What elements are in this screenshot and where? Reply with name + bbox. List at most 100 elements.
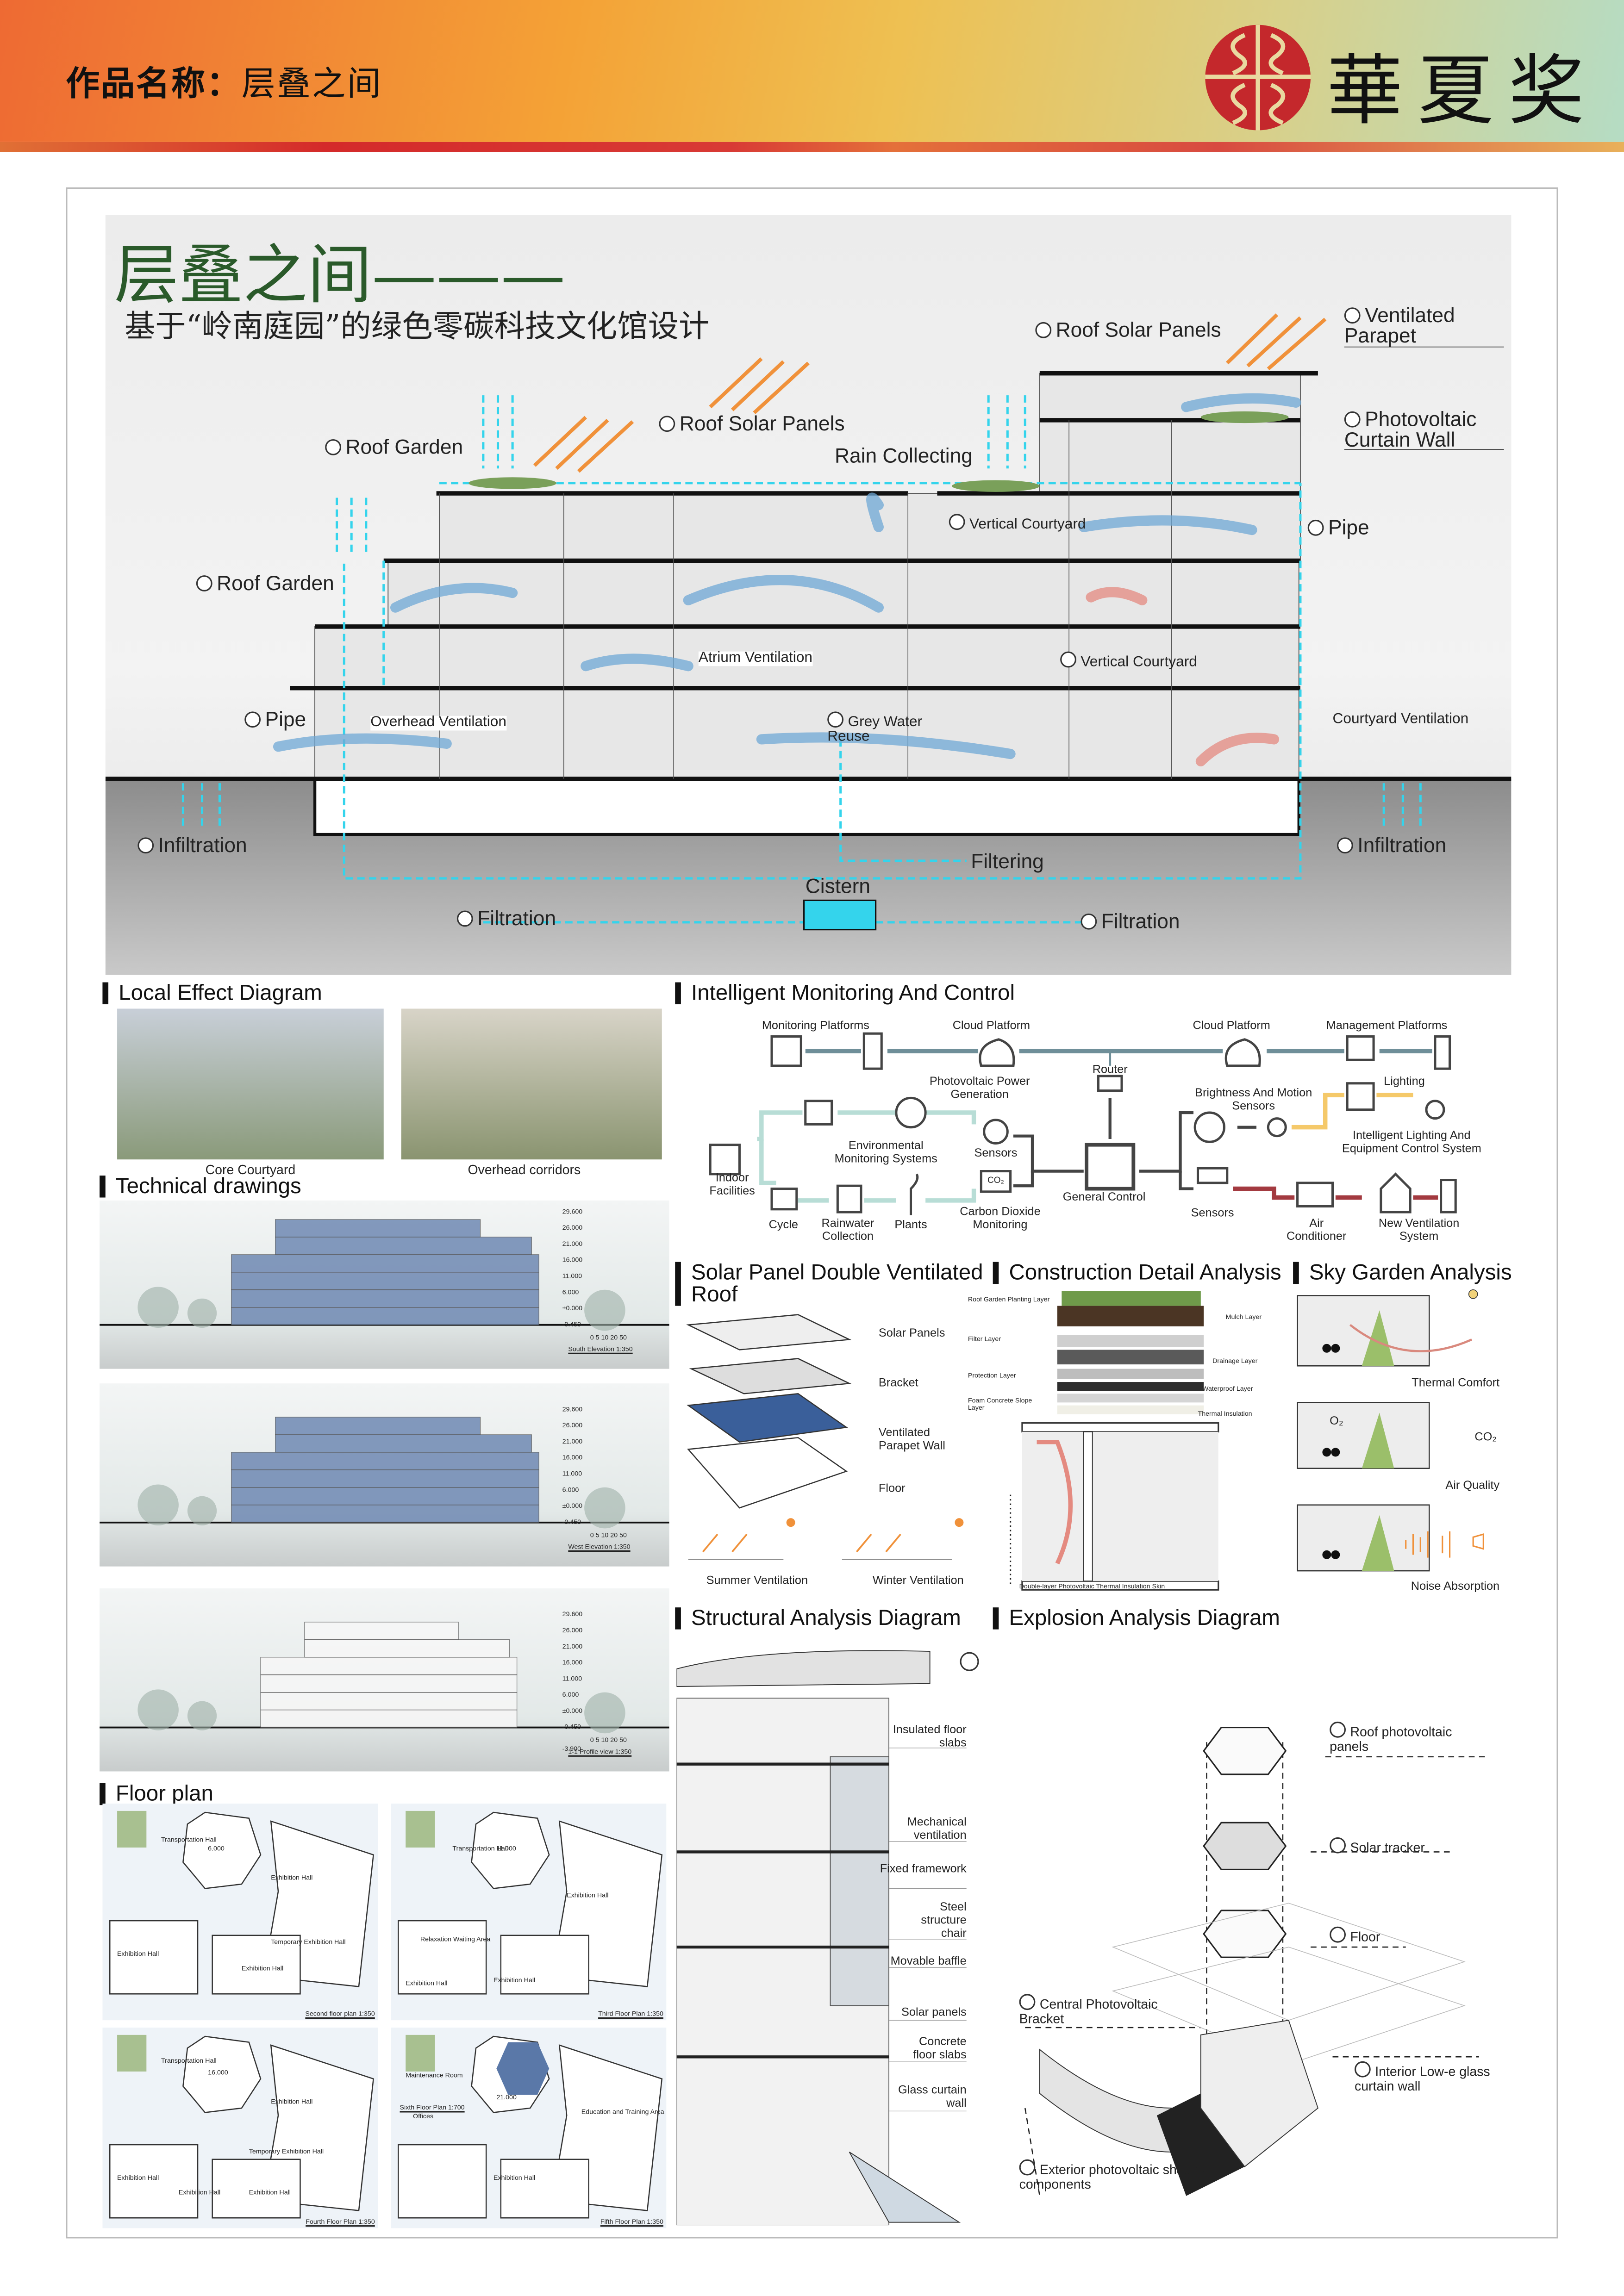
floor-plan-drawing — [398, 2035, 663, 2219]
elevation-level-mark: 11.000 — [562, 1674, 582, 1682]
label-monitoring-platforms: Monitoring Platforms — [762, 1019, 869, 1033]
water-drop-icon — [137, 837, 154, 854]
label-rain-collecting: Rain Collecting — [835, 443, 973, 467]
level-mark: 6.000 — [208, 1844, 225, 1852]
label-vertical-courtyard: Vertical Courtyard — [949, 514, 1086, 533]
label-air-quality: Air Quality — [1445, 1478, 1500, 1492]
label-roof-solar-panels: Roof Solar Panels — [1035, 319, 1221, 340]
label-router: Router — [1092, 1063, 1128, 1076]
elevation-level-mark: 16.000 — [562, 1658, 583, 1666]
section-title-monitoring: Intelligent Monitoring And Control — [675, 982, 1015, 1004]
label-general-control: General Control — [1062, 1190, 1146, 1204]
courtyard-icon — [949, 514, 965, 530]
o2-label: O₂ — [1330, 1414, 1343, 1428]
label-co2-monitoring: Carbon Dioxide Monitoring — [960, 1205, 1041, 1232]
section-title-construction: Construction Detail Analysis — [993, 1262, 1281, 1284]
work-title: 作品名称：层叠之间 — [66, 56, 382, 106]
label-insulated-floor-slabs: Insulated floor slabs — [893, 1723, 967, 1750]
label-protection-layer: Protection Layer — [968, 1371, 1016, 1379]
elevation-level-mark: 16.000 — [562, 1256, 583, 1263]
solar-roof-exploded-drawing — [686, 1314, 964, 1560]
solar-panel-icon — [659, 416, 675, 432]
shading-icon — [1019, 2159, 1036, 2176]
pipe-icon — [1307, 519, 1324, 536]
label-roof-garden-2: Roof Garden — [196, 572, 334, 593]
tracker-icon — [1330, 1837, 1346, 1854]
room-label: Exhibition Hall — [241, 1965, 284, 1972]
header-stripe — [0, 142, 1624, 152]
floor-plan-caption: Fifth Floor Plan 1:350 — [600, 2218, 663, 2226]
label-movable-baffle: Movable baffle — [890, 1954, 967, 1968]
level-mark: 16.000 — [208, 2068, 228, 2076]
section-title-floor-plan: Floor plan — [100, 1783, 213, 1805]
label-foam-concrete-layer: Foam Concrete Slope Layer — [968, 1396, 1032, 1412]
room-label: Exhibition Hall — [406, 1979, 448, 1987]
elevation-level-mark: 11.000 — [562, 1469, 582, 1477]
floor-plan-caption: Third Floor Plan 1:350 — [598, 2010, 663, 2017]
label-grey-water-reuse: Grey Water Reuse — [827, 711, 930, 745]
section-title-sky-garden: Sky Garden Analysis — [1293, 1262, 1512, 1284]
elevation-level-mark: 29.600 — [562, 1610, 583, 1618]
label-brightness-sensors: Brightness And Motion Sensors — [1195, 1086, 1312, 1113]
core-courtyard-render — [117, 1008, 384, 1160]
floor-plan-caption: Second floor plan 1:350 — [305, 2010, 375, 2017]
label-glass-curtain-wall: Glass curtain wall — [898, 2083, 967, 2110]
label-pipe-2: Pipe — [244, 709, 306, 729]
label-intelligent-lighting: Intelligent Lighting And Equipment Contr… — [1342, 1128, 1481, 1155]
label-cycle: Cycle — [768, 1218, 798, 1232]
bracket-icon — [1019, 1994, 1036, 2010]
label-cloud-platform: Cloud Platform — [952, 1019, 1031, 1033]
ventilation-icon — [1344, 307, 1361, 324]
elevation-level-mark: 11.000 — [562, 1272, 582, 1280]
level-mark: 21.000 — [496, 2093, 517, 2101]
label-mulch-layer: Mulch Layer — [1225, 1313, 1262, 1321]
label-vertical-courtyard-2: Vertical Courtyard — [1060, 651, 1197, 671]
label-atrium-ventilation: Atrium Ventilation — [698, 650, 813, 666]
label-infiltration: Infiltration — [137, 834, 247, 855]
label-new-ventilation: New Ventilation System — [1378, 1216, 1460, 1243]
label-bracket: Bracket — [878, 1376, 918, 1389]
pipe-icon — [244, 711, 261, 728]
label-air-conditioner: Air Conditioner — [1286, 1216, 1347, 1243]
label-noise-absorption: Noise Absorption — [1411, 1580, 1500, 1593]
elevation-level-mark: 6.000 — [562, 1691, 579, 1699]
elevation-level-mark: 6.000 — [562, 1486, 579, 1493]
elevation-level-mark: 16.000 — [562, 1454, 583, 1461]
co2-label: CO₂ — [1474, 1430, 1497, 1444]
label-thermal-insulation: Thermal Insulation — [1198, 1410, 1252, 1417]
label-thermal-comfort: Thermal Comfort — [1412, 1376, 1500, 1389]
elevation-level-mark: -0.450 — [562, 1518, 581, 1526]
room-label: Relaxation Waiting Area — [420, 1935, 491, 1943]
label-winter-ventilation: Winter Ventilation — [872, 1574, 964, 1587]
elevation-level-mark: 21.000 — [562, 1437, 583, 1445]
elevation-level-mark: -0.450 — [562, 1723, 581, 1730]
award-logo-icon — [1205, 25, 1311, 131]
room-label: Transportation Hall — [161, 2057, 217, 2065]
sky-garden-diagrams — [1297, 1289, 1484, 1572]
label-roof-solar-panels-2: Roof Solar Panels — [659, 413, 845, 433]
elevation-drawing — [100, 1417, 669, 1529]
room-label: Exhibition Hall — [117, 2174, 159, 2182]
label-pv-power: Photovoltaic Power Generation — [929, 1074, 1030, 1101]
water-drop-icon — [1337, 837, 1353, 854]
label-filtration: Filtration — [456, 908, 556, 928]
label-infiltration-2: Infiltration — [1337, 834, 1446, 855]
elevation-level-mark: ±0.000 — [562, 1707, 583, 1715]
courtyard-icon — [1060, 651, 1076, 668]
label-sensors-2: Sensors — [1191, 1206, 1234, 1220]
drawing-caption: West Elevation 1:350 — [568, 1543, 631, 1550]
label-pipe: Pipe — [1307, 517, 1369, 537]
elevation-drawing — [100, 1219, 669, 1331]
label-floor-explosion: Floor — [1330, 1926, 1380, 1944]
label-filter-layer: Filter Layer — [968, 1335, 1001, 1343]
room-label: Exhibition Hall — [271, 1873, 313, 1881]
caption-overhead-corridors: Overhead corridors — [468, 1162, 581, 1177]
work-name: 层叠之间 — [241, 66, 382, 104]
caption-core-courtyard: Core Courtyard — [205, 1162, 296, 1177]
room-label: Exhibition Hall — [493, 2174, 536, 2182]
